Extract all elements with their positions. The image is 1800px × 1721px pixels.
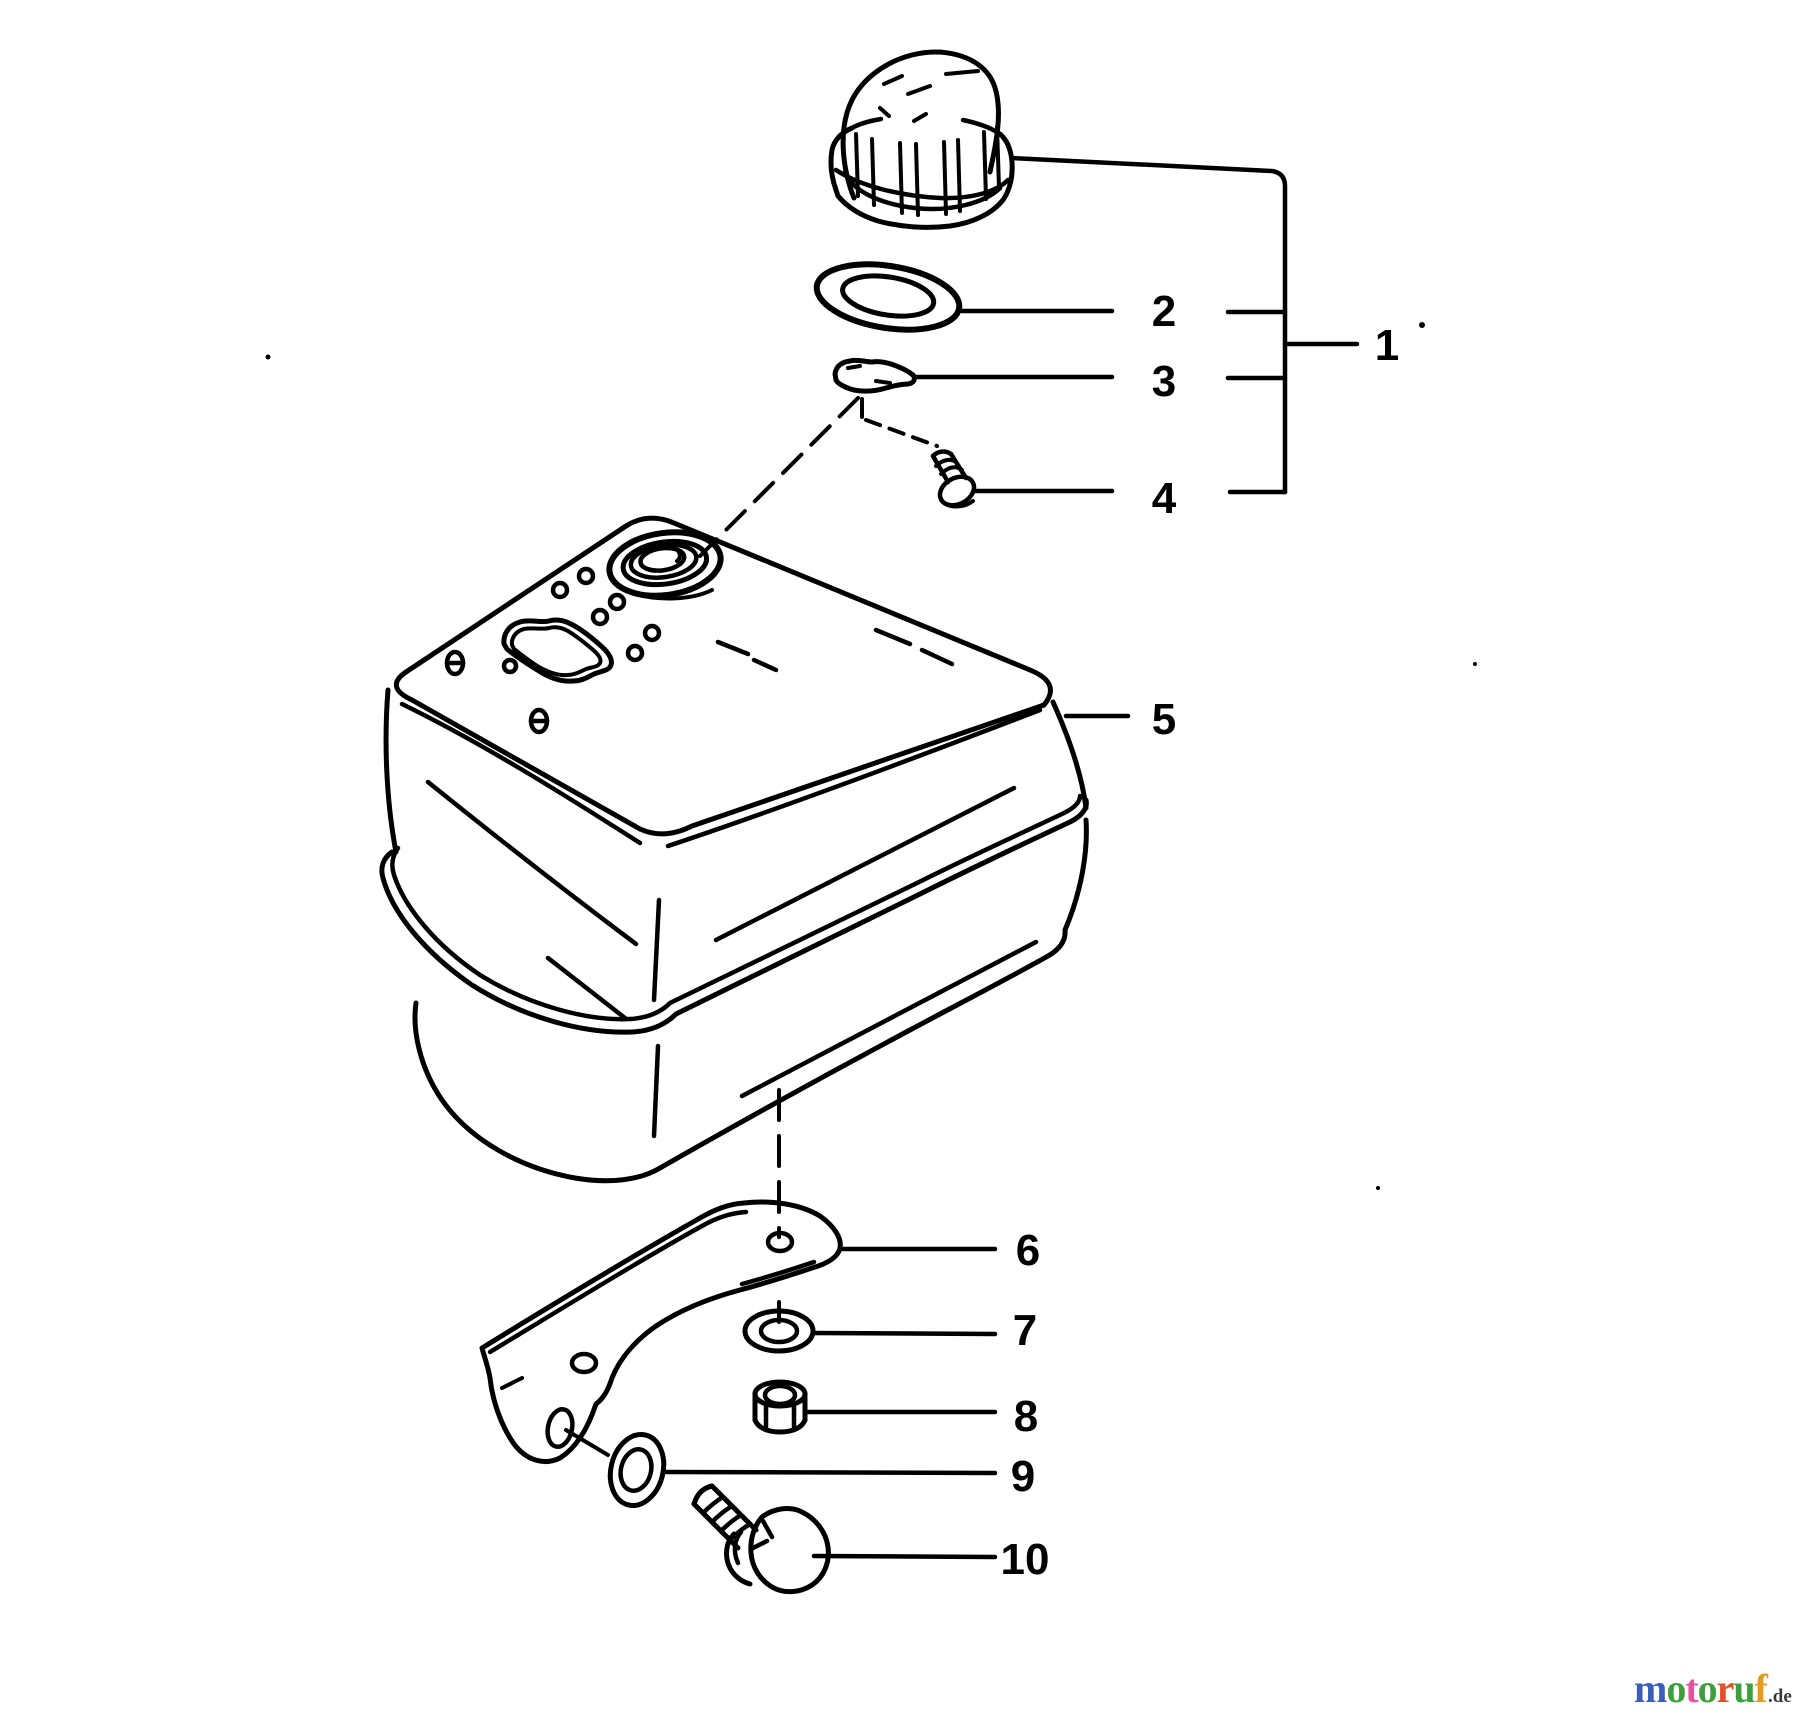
bolt-drawing — [691, 1483, 831, 1595]
watermark-letter: o — [1697, 1666, 1718, 1711]
tank-bracket-drawing — [479, 1199, 843, 1464]
screw-drawing — [930, 449, 977, 509]
watermark-letter: f — [1754, 1666, 1768, 1711]
part-label-1: 1 — [1374, 321, 1400, 370]
watermark-letter: t — [1685, 1666, 1698, 1711]
washer-drawing — [742, 1300, 816, 1354]
scan-specks — [265, 322, 1477, 1190]
callout-bracket-group-1 — [1009, 155, 1360, 495]
watermark-letter: u — [1733, 1666, 1755, 1711]
flat-washer-drawing — [607, 1432, 667, 1508]
watermark-letter: m — [1634, 1666, 1667, 1711]
fuel-tank-drawing — [379, 515, 1089, 1184]
leader-line-9 — [661, 1469, 998, 1476]
assembly-axis-lines — [698, 396, 939, 558]
part-label-5: 5 — [1151, 695, 1177, 744]
nut-drawing — [752, 1379, 808, 1435]
part-label-8: 8 — [1013, 1392, 1039, 1441]
part-label-6: 6 — [1015, 1226, 1041, 1275]
part-label-7: 7 — [1012, 1306, 1038, 1355]
fuel-cap-drawing — [828, 49, 1015, 230]
leader-line-cap — [1009, 155, 1288, 495]
retainer-tab-drawing — [832, 357, 917, 394]
part-label-2: 2 — [1151, 287, 1177, 336]
watermark-letter: r — [1716, 1666, 1735, 1711]
watermark-letter: o — [1666, 1666, 1686, 1711]
part-label-4: 4 — [1151, 474, 1177, 523]
part-label-3: 3 — [1151, 357, 1177, 406]
part-label-10: 10 — [1000, 1535, 1050, 1584]
leader-line-10 — [811, 1553, 998, 1560]
watermark-suffix: .de — [1768, 1686, 1792, 1707]
cap-gasket-drawing — [813, 261, 963, 333]
motoruf-watermark-logo: m o t o r u f .de — [1634, 1669, 1792, 1709]
leader-line-7 — [811, 1330, 998, 1337]
part-label-9: 9 — [1010, 1452, 1036, 1501]
